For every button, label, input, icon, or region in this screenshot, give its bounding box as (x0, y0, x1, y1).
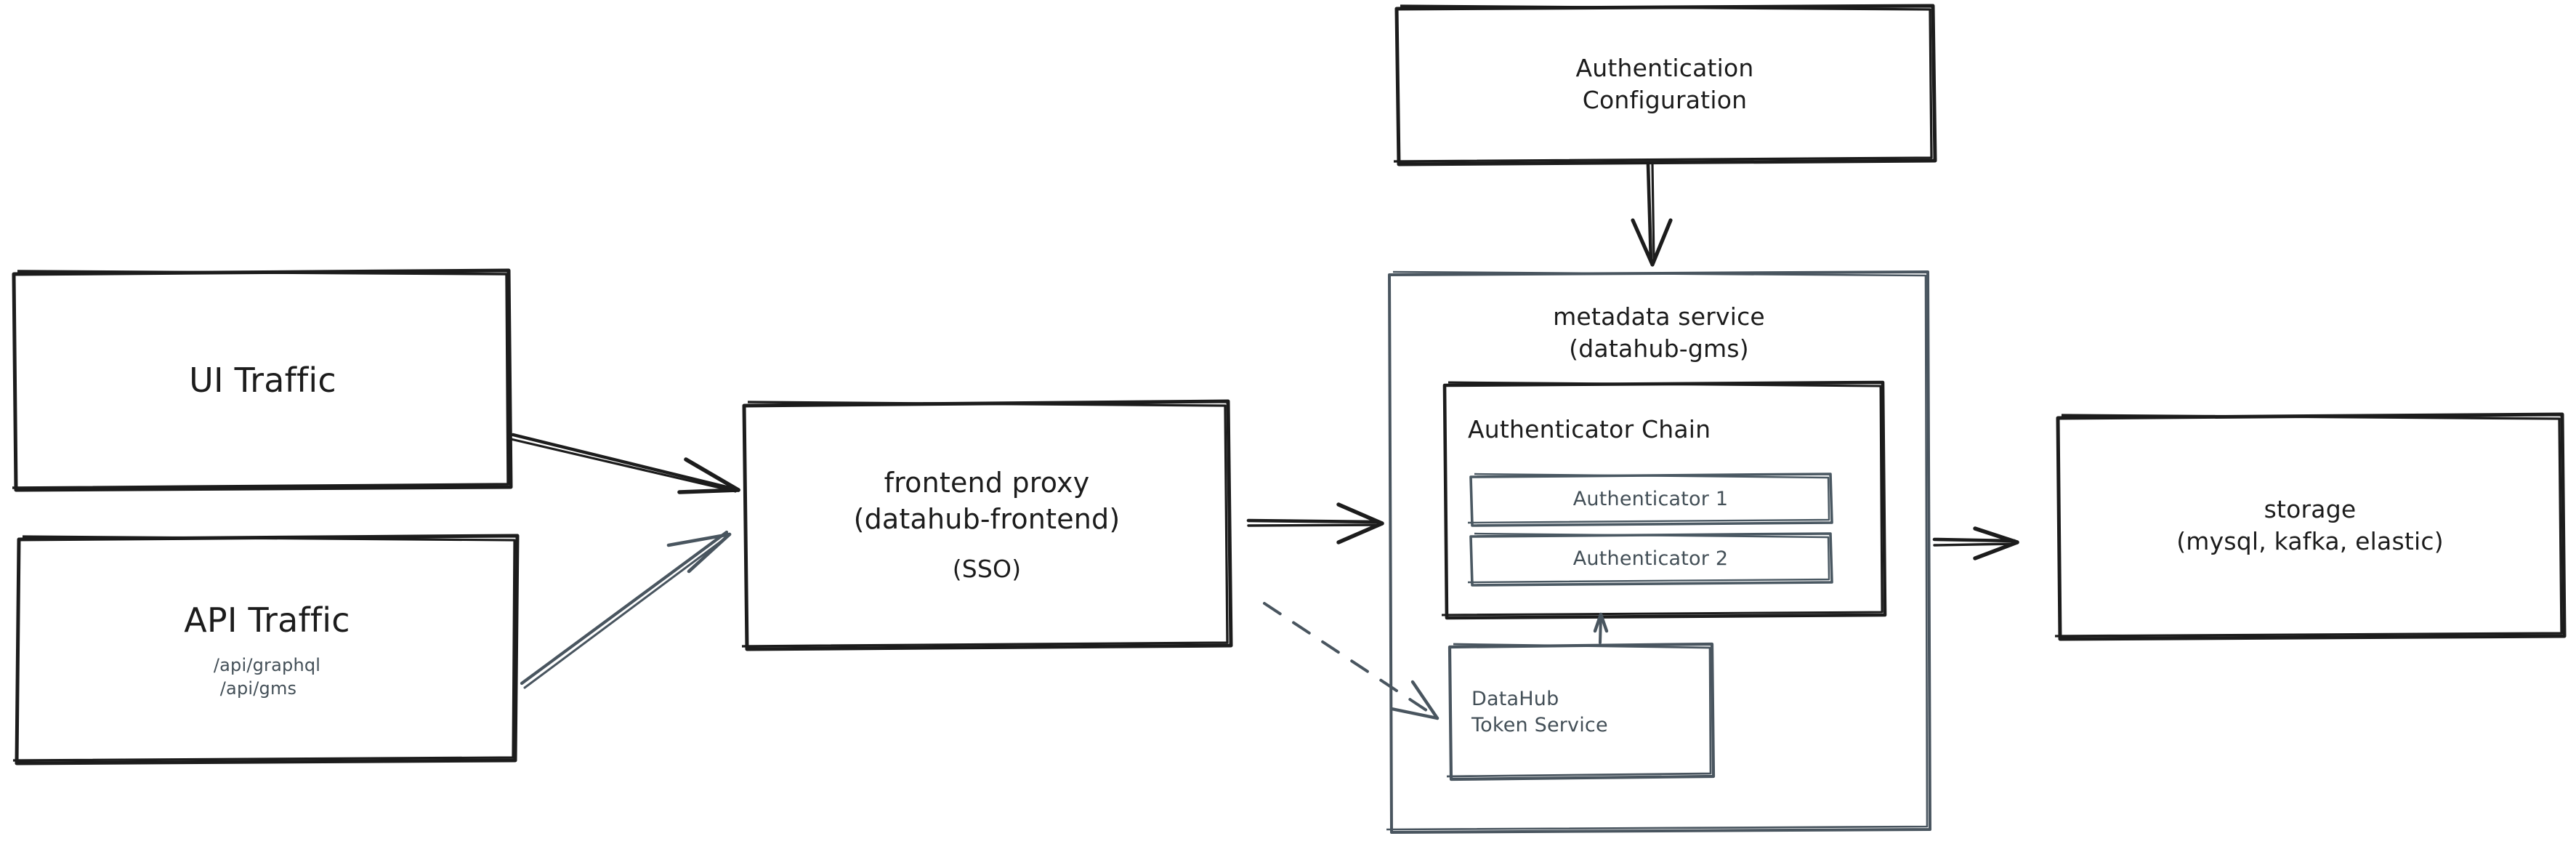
node-token-service[interactable]: DataHub Token Service (1471, 647, 1711, 778)
frontend-proxy-service-name: (datahub-frontend) (853, 503, 1121, 536)
frontend-proxy-title: frontend proxy (884, 467, 1090, 499)
node-authenticator-1[interactable]: Authenticator 1 (1471, 474, 1830, 525)
storage-title: storage (2264, 494, 2357, 523)
edge-ui-traffic-to-frontend-proxy (509, 433, 740, 494)
node-frontend-proxy[interactable]: frontend proxy (datahub-frontend) (SSO) (744, 401, 1230, 648)
edge-token-service-to-authenticator-chain (1593, 612, 1609, 644)
ui-traffic-label: UI Traffic (189, 360, 336, 400)
node-metadata-service[interactable]: metadata service (datahub-gms) (1389, 289, 1929, 377)
metadata-service-title: metadata service (1553, 302, 1765, 331)
api-traffic-endpoint-gms: /api/gms (219, 678, 297, 699)
node-api-traffic[interactable]: API Traffic /api/graphql /api/gms (17, 536, 517, 763)
edge-frontend-proxy-to-token-service (1263, 602, 1440, 720)
edge-metadata-service-to-storage (1932, 526, 2019, 560)
frontend-proxy-sso-label: (SSO) (952, 555, 1022, 584)
node-ui-traffic[interactable]: UI Traffic (14, 270, 512, 490)
edge-api-traffic-to-frontend-proxy (520, 530, 732, 689)
auth-config-line-2: Configuration (1582, 86, 1748, 114)
edge-frontend-proxy-to-metadata-service (1246, 502, 1384, 544)
storage-components: (mysql, kafka, elastic) (2176, 526, 2444, 555)
node-auth-config[interactable]: Authentication Configuration (1397, 6, 1933, 163)
token-service-line-2: Token Service (1471, 714, 1608, 736)
api-traffic-label: API Traffic (184, 600, 350, 640)
authenticator-chain-label: Authenticator Chain (1468, 415, 1711, 444)
edge-auth-config-to-metadata-service (1631, 162, 1673, 267)
node-storage[interactable]: storage (mysql, kafka, elastic) (2058, 414, 2562, 636)
node-authenticator-2[interactable]: Authenticator 2 (1471, 534, 1830, 584)
authenticator-2-label: Authenticator 2 (1572, 547, 1729, 571)
node-authenticator-chain[interactable]: Authenticator Chain (1468, 407, 1875, 452)
auth-config-line-1: Authentication (1575, 54, 1754, 83)
metadata-service-name: (datahub-gms) (1569, 334, 1749, 363)
token-service-line-1: DataHub (1471, 688, 1559, 711)
authenticator-1-label: Authenticator 1 (1572, 488, 1729, 511)
api-traffic-endpoint-graphql: /api/graphql (213, 655, 321, 676)
